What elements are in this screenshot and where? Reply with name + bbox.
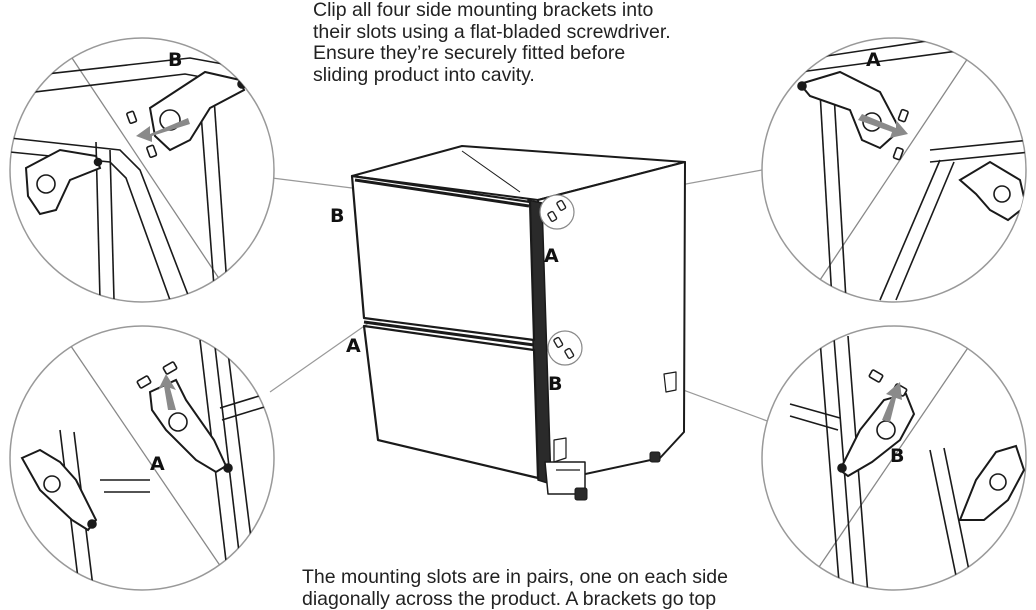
cabinet-label-mid-left: A — [346, 335, 361, 357]
detail-label-top-right: A — [866, 49, 881, 71]
instruction-text: Clip all four side mounting brackets int… — [313, 0, 773, 86]
leader-line-top-left — [271, 177, 353, 189]
detail-circle-bottom-right: B — [761, 325, 1027, 591]
detail-label-bottom-left: A — [150, 453, 165, 475]
leader-line-mid-left — [269, 321, 371, 393]
detail-circle-top-left: B — [9, 37, 275, 303]
instruction-line: sliding product into cavity. — [313, 63, 535, 86]
installation-diagram: B A A B B — [9, 37, 1027, 591]
bottom-drawer-front — [362, 324, 540, 480]
detail-label-bottom-right: B — [890, 445, 904, 467]
cabinet-foot-front — [574, 487, 588, 501]
instruction-line: Ensure they’re securely fitted before — [313, 42, 626, 64]
instruction-line: their slots using a flat-bladed screwdri… — [313, 20, 671, 43]
cabinet-foot-rear — [649, 451, 661, 463]
slot-marker-lower — [547, 330, 583, 366]
detail-label-top-left: B — [168, 49, 182, 71]
top-drawer-front — [350, 174, 536, 342]
instruction-line: Clip all four side mounting brackets int… — [313, 0, 654, 21]
detail-circle-bottom-left: A — [9, 325, 275, 591]
footnote-line: diagonally across the product. A bracket… — [302, 588, 717, 610]
slot-marker-upper — [539, 194, 575, 230]
cabinet-label-side-top: A — [544, 245, 559, 267]
appliance-cabinet — [350, 145, 686, 501]
footnote-text: The mounting slots are in pairs, one on … — [302, 566, 802, 610]
cabinet-label-side-bottom: B — [548, 373, 562, 395]
cabinet-label-top-left: B — [330, 205, 344, 227]
footnote-line: The mounting slots are in pairs, one on … — [302, 566, 729, 588]
detail-circle-top-right: A — [761, 37, 1027, 303]
